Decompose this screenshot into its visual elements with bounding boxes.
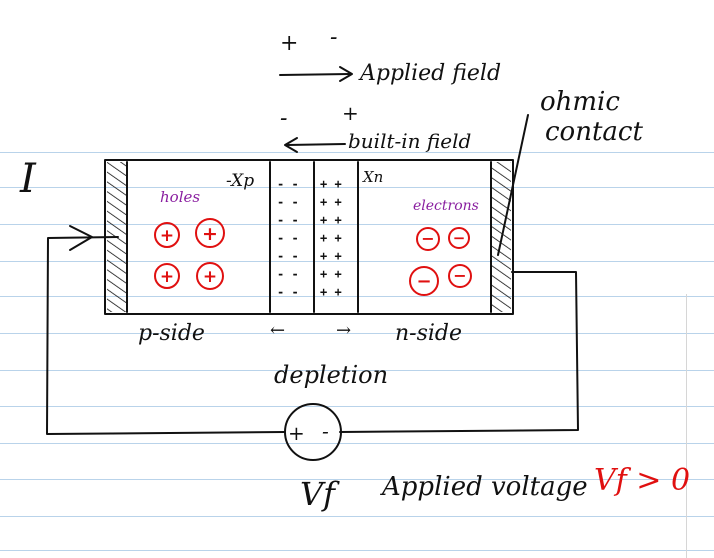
hole-carrier: + — [154, 263, 180, 289]
notebook-rule — [0, 152, 714, 153]
svg-text:- -: - - — [277, 231, 299, 245]
ohmic-label: ohmic — [540, 87, 620, 117]
builtin-field-minus: - — [280, 106, 287, 131]
battery-minus: - — [322, 419, 329, 443]
svg-text:- -: - - — [277, 213, 299, 227]
svg-text:−: − — [453, 266, 466, 285]
left-ohmic-contact — [107, 162, 127, 312]
depletion-left-arrow: ← — [270, 320, 285, 341]
xn-label: Xn — [362, 168, 383, 186]
depletion-label: depletion — [274, 361, 388, 389]
depletion-negative-charges: - - - - - - - - - - - - - - — [277, 177, 299, 299]
applied-field-plus: + — [280, 31, 298, 56]
svg-text:+: + — [203, 267, 217, 287]
svg-text:+: + — [160, 267, 174, 287]
electron-carrier: − — [448, 227, 470, 249]
notebook-rule — [0, 333, 714, 334]
electron-carrier: − — [409, 266, 439, 296]
notebook-rule — [0, 370, 714, 371]
svg-text:- -: - - — [277, 267, 299, 281]
applied-field-arrow — [279, 66, 353, 82]
svg-text:+ +: + + — [320, 249, 342, 263]
builtin-field-plus: + — [342, 101, 359, 125]
p-side-label: p-side — [138, 321, 205, 346]
notebook-rule — [0, 516, 714, 517]
electrons-label: electrons — [413, 198, 479, 214]
svg-text:+: + — [202, 223, 218, 245]
svg-text:−: − — [453, 229, 466, 247]
depletion-positive-charges: + + + + + + + + + + + + + + — [320, 177, 342, 299]
svg-text:−: − — [416, 271, 431, 292]
neg-xp-label: -Xp — [226, 171, 254, 191]
notebook-rule — [0, 479, 714, 480]
svg-text:- -: - - — [277, 285, 299, 299]
svg-text:+ +: + + — [320, 213, 342, 227]
hole-carrier: + — [195, 218, 225, 248]
notebook-rule — [0, 406, 714, 407]
svg-text:- -: - - — [277, 177, 299, 191]
svg-text:+: + — [160, 226, 174, 246]
builtin-field-arrow — [284, 137, 346, 153]
vf-label: Vf — [300, 475, 340, 513]
page-margin-line — [686, 294, 687, 558]
svg-text:−: − — [421, 229, 434, 248]
applied-field-minus: - — [330, 25, 337, 50]
svg-text:+ +: + + — [320, 285, 342, 299]
current-direction-arrow — [69, 225, 93, 251]
right-ohmic-contact — [491, 162, 511, 312]
holes-label: holes — [160, 188, 200, 206]
hole-carrier: + — [196, 262, 224, 290]
applied-voltage-label: Applied voltage — [380, 472, 588, 502]
applied-field-label: Applied field — [358, 61, 501, 86]
svg-text:+ +: + + — [320, 195, 342, 209]
contact-label: contact — [545, 117, 643, 147]
svg-text:+ +: + + — [320, 231, 342, 245]
svg-text:+ +: + + — [320, 267, 342, 281]
vf-condition: Vf > 0 — [594, 463, 690, 498]
n-side-label: n-side — [395, 321, 462, 346]
svg-text:+ +: + + — [320, 177, 342, 191]
depletion-right-arrow: → — [336, 320, 351, 341]
notebook-rule — [0, 443, 714, 444]
battery-plus: + — [288, 421, 305, 445]
electron-carrier: − — [416, 227, 440, 251]
circuit-wire — [46, 236, 579, 435]
notebook-rule — [0, 550, 714, 551]
svg-text:- -: - - — [277, 195, 299, 209]
svg-text:- -: - - — [277, 249, 299, 263]
hole-carrier: + — [154, 222, 180, 248]
device-body — [104, 159, 514, 315]
electron-carrier: − — [448, 264, 472, 288]
voltage-source — [284, 403, 342, 461]
builtin-field-label: built-in field — [348, 129, 471, 153]
current-label: I — [19, 156, 37, 202]
